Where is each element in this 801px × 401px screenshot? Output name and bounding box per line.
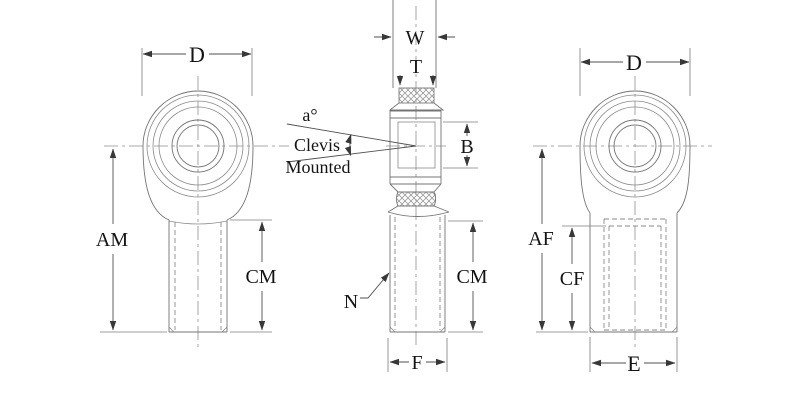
dim-label-b: B <box>460 136 473 158</box>
dim-label-e: E <box>627 351 640 376</box>
dim-d-extension-lines <box>579 48 691 96</box>
dim-d-extension-lines <box>141 48 253 96</box>
bore-chamfer-circle <box>608 119 662 173</box>
angle-label: a° <box>302 105 317 125</box>
view-male-rod-end-front: D AM CM <box>96 42 289 347</box>
dim-label-d: D <box>189 42 205 67</box>
lower-knurl-spool <box>396 191 436 207</box>
dim-label-cm: CM <box>245 266 276 288</box>
race-inner-ring <box>158 106 238 186</box>
shank-outline <box>589 213 678 333</box>
upper-skirt <box>388 102 445 111</box>
dim-label-n: N <box>344 291 358 313</box>
view-rod-end-side: W T B a° Clevis Mounted N <box>286 0 488 374</box>
dim-e-extension-lines <box>589 337 678 372</box>
bore-circle <box>176 124 220 168</box>
dim-label-d: D <box>626 50 642 75</box>
bore-circle <box>613 124 657 168</box>
race-outer-ring <box>152 100 244 192</box>
lower-flare <box>387 205 450 217</box>
view-female-rod-end-front: D AF CF E <box>528 48 712 376</box>
shank-neck-curve <box>168 220 228 225</box>
dim-cm-extension-lines <box>448 220 483 333</box>
head-outline <box>579 90 691 214</box>
dim-label-cf: CF <box>560 268 584 290</box>
angle-leader-lines <box>286 123 417 163</box>
thread-hidden-lines <box>394 217 441 330</box>
lower-neck <box>389 183 442 193</box>
bore-chamfer-circle <box>171 119 225 173</box>
race-outer-ring <box>589 100 681 192</box>
shank-chamfer-marks <box>168 326 228 333</box>
head-inner-outline <box>583 94 687 198</box>
dim-label-af: AF <box>528 228 554 250</box>
shank-chamfer-marks <box>589 326 678 333</box>
shank-outline <box>389 215 446 333</box>
dim-label-t: T <box>410 56 422 78</box>
housing-outline <box>389 110 442 185</box>
shank-outline <box>168 220 228 333</box>
head-inner-outline <box>146 94 250 198</box>
race-inner-ring <box>595 106 675 186</box>
dim-label-w: W <box>406 27 425 49</box>
angle-arc-lower <box>344 145 352 157</box>
angle-arc-upper <box>345 133 352 147</box>
dim-b-extension-lines <box>443 121 478 169</box>
ball-silhouette <box>397 121 436 169</box>
lower-knurl-fill <box>397 192 436 206</box>
n-leader-line <box>360 272 390 299</box>
dim-cm-extension-lines <box>230 219 272 333</box>
upper-shaft-outline <box>392 0 437 88</box>
internal-thread-hidden-lines <box>603 218 667 331</box>
head-outline <box>142 90 254 221</box>
dim-label-am: AM <box>96 229 128 251</box>
upper-knurl-band <box>398 87 435 104</box>
shank-chamfer-marks <box>389 326 446 333</box>
dim-f-extension-lines <box>387 338 448 372</box>
thread-hidden-lines <box>174 222 222 330</box>
clevis-mounted-line2: Mounted <box>286 157 351 177</box>
dim-label-f: F <box>411 352 422 374</box>
clevis-mounted-line1: Clevis <box>294 135 340 155</box>
dim-label-cm: CM <box>456 266 487 288</box>
